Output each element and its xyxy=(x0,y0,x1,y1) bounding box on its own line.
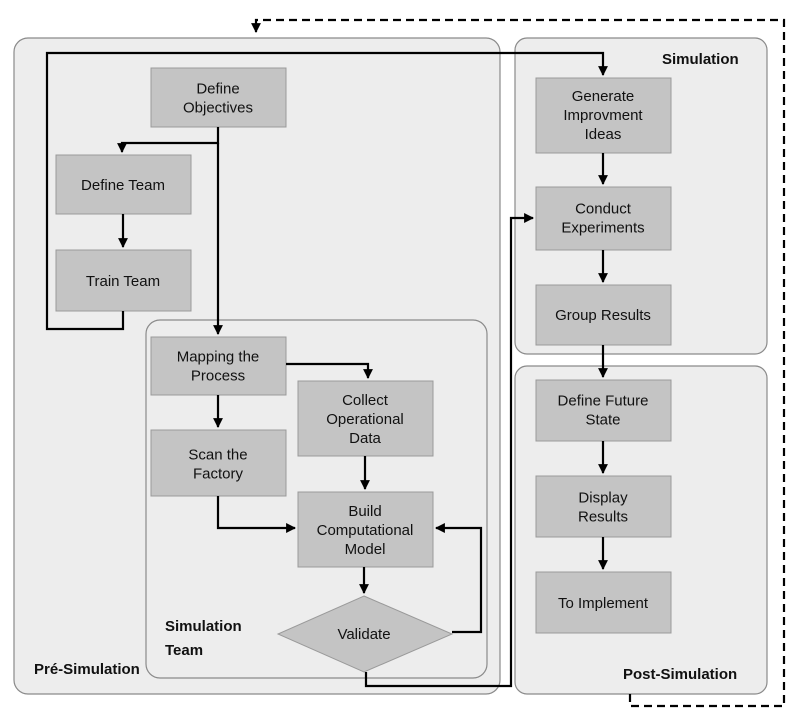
node-label-line: Scan the xyxy=(188,447,247,464)
group-results-node: Group Results xyxy=(535,284,672,346)
train-team-text: Train Team xyxy=(86,273,160,290)
define-team-text: Define Team xyxy=(81,177,165,194)
simulation-label: Simulation xyxy=(662,51,739,68)
validate-node: Validate xyxy=(276,595,454,673)
node-label-line: Define Team xyxy=(81,177,165,194)
edge-validate-to-build-model xyxy=(435,523,483,634)
node-label-line: To Implement xyxy=(558,595,649,612)
node-label-line: Operational xyxy=(326,411,404,428)
node-label-line: Validate xyxy=(337,626,390,643)
node-label-line: Generate xyxy=(572,88,635,105)
edge-objectives-to-define-team xyxy=(117,127,220,153)
node-label-line: Group Results xyxy=(555,307,651,324)
to-implement-node: To Implement xyxy=(535,571,672,634)
node-label-line: Display xyxy=(578,490,628,507)
post-simulation-label: Post-Simulation xyxy=(623,666,737,683)
node-label-line: Model xyxy=(345,541,386,558)
validate-text: Validate xyxy=(337,626,390,643)
node-label-line: Train Team xyxy=(86,273,160,290)
node-label-line: Experiments xyxy=(561,220,644,237)
node-label-line: State xyxy=(585,412,620,429)
edge-train-team-to-generate-ideas xyxy=(45,51,608,331)
node-label-line: Ideas xyxy=(585,126,622,143)
node-label-line: Conduct xyxy=(575,201,632,218)
train-team-node: Train Team xyxy=(55,249,192,312)
node-label-line: Improvment xyxy=(563,107,643,124)
node-label-line: Factory xyxy=(193,466,244,483)
to-implement-text: To Implement xyxy=(558,595,649,612)
simulation-team-label-line1: Simulation xyxy=(165,618,242,635)
edge-scan-factory-to-build-model xyxy=(216,496,296,533)
node-label-line: Collect xyxy=(342,392,389,409)
node-label-line: Define Future xyxy=(558,393,649,410)
group-results-text: Group Results xyxy=(555,307,651,324)
node-label-line: Data xyxy=(349,430,381,447)
edge-validate-to-conduct-experiments xyxy=(364,213,534,688)
node-label-line: Mapping the xyxy=(177,349,260,366)
simulation-team-label-line2: Team xyxy=(165,642,203,659)
node-label-line: Computational xyxy=(317,522,414,539)
pre-simulation-label: Pré-Simulation xyxy=(34,661,140,678)
node-label-line: Objectives xyxy=(183,100,253,117)
node-label-line: Results xyxy=(578,509,628,526)
node-label-line: Process xyxy=(191,368,245,385)
feedback-loop-dashed-edge xyxy=(251,18,786,708)
node-label-line: Build xyxy=(348,503,381,520)
define-team-node: Define Team xyxy=(55,154,192,215)
edge-mapping-to-collect-data xyxy=(286,362,373,379)
node-label-line: Define xyxy=(196,81,239,98)
